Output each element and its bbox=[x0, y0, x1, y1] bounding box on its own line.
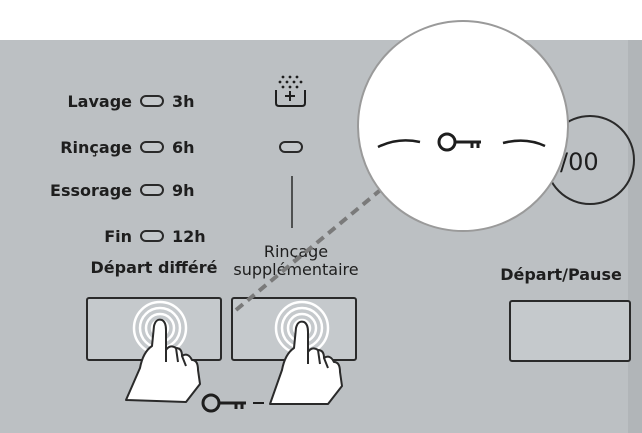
key-icon bbox=[439, 134, 481, 150]
lock-dash-left bbox=[378, 140, 420, 147]
lock-dash-right bbox=[503, 141, 545, 146]
